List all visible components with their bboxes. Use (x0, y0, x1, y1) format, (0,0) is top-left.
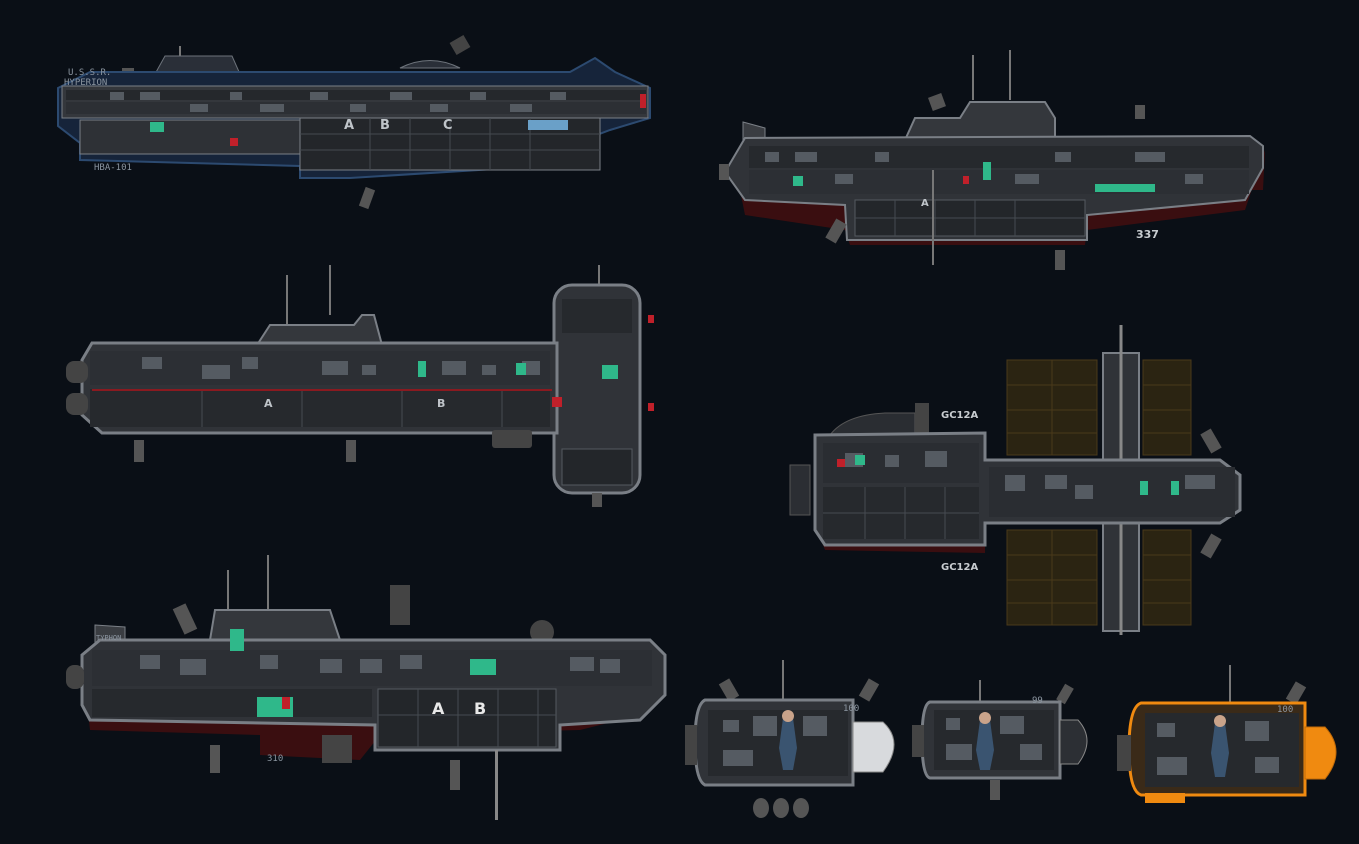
pod-2[interactable]: 99 (910, 680, 1095, 805)
hyperion-bay-label-a: A (344, 118, 355, 133)
cargo-registry-bottom: GC12A (941, 562, 979, 573)
pod-2-label: 99 (1032, 696, 1043, 706)
orca-hull-number: 337 (1136, 228, 1159, 241)
cargo-registry-top: GC12A (941, 410, 979, 421)
typhon-bay-label-b: B (474, 699, 487, 718)
dugong-bay-label-b: B (437, 397, 446, 410)
typhon-name: TYPHON (96, 634, 122, 642)
typhon-hull-number: 310 (267, 754, 284, 764)
ship-cargo[interactable]: GC12A GC12A (785, 325, 1250, 640)
ship-dugong[interactable]: A B (62, 265, 672, 510)
pod-3[interactable]: 100 (1115, 665, 1345, 830)
hyperion-bay-label-b: B (380, 118, 390, 133)
ship-hyperion[interactable]: U.S.S.R. HYPERION HBA-101 A B C (50, 34, 660, 223)
typhon-bay-label-a: A (432, 699, 445, 718)
hyperion-name-line2: HYPERION (64, 78, 108, 88)
orca-bay-label-a: A (921, 198, 929, 209)
hyperion-code: HBA-101 (94, 163, 132, 173)
hyperion-name-line1: U.S.S.R. (68, 68, 112, 78)
pod-1[interactable]: 100 (683, 660, 908, 825)
pod-1-label: 100 (843, 704, 860, 714)
hyperion-bay-label-c: C (443, 118, 453, 133)
pod-3-label: 100 (1277, 705, 1294, 715)
dugong-bay-label-a: A (264, 397, 273, 410)
ship-typhon[interactable]: TYPHON 310 A B (60, 555, 675, 830)
ship-orca[interactable]: A 337 (715, 50, 1275, 280)
